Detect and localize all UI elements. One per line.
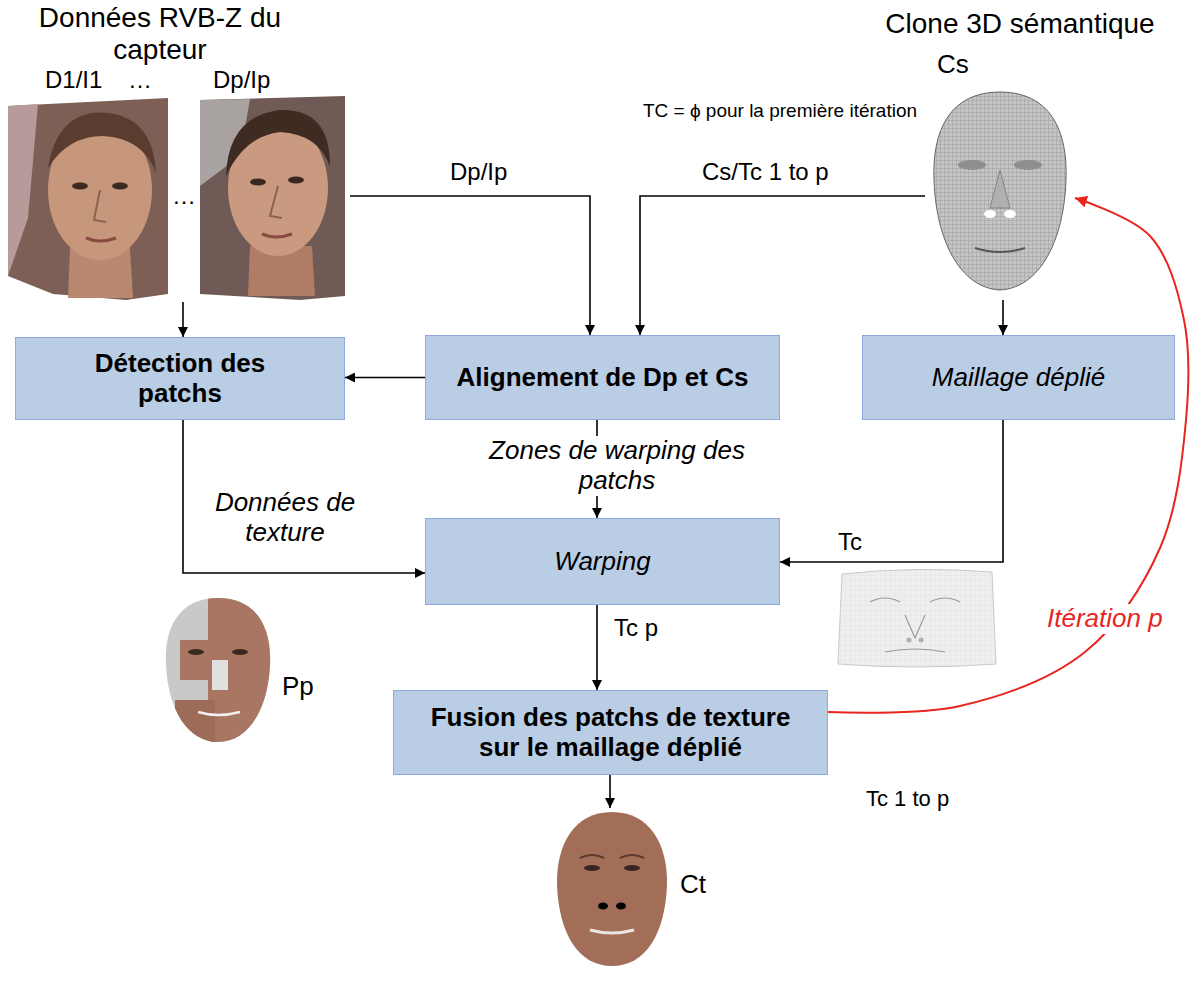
annotation: …: [172, 182, 196, 210]
image-label: Cs: [937, 50, 969, 80]
image-label: …: [128, 66, 152, 94]
annotation: TC = ϕ pour la première itération: [640, 100, 920, 122]
box-label: Alignement de Dp et Cs: [457, 363, 749, 393]
connector-arrow: [780, 420, 1003, 562]
connector-arrow: [183, 420, 425, 573]
box-label: Warping: [554, 547, 650, 577]
feedback-arrow: [828, 198, 1189, 713]
connector-arrow: [1002, 300, 1004, 335]
connector-arrow: [609, 775, 611, 808]
annotation: Pp: [282, 672, 314, 702]
connector-arrow: [182, 302, 184, 337]
process-box: Fusion des patchs de texture sur le mail…: [393, 690, 828, 775]
patch-face: [166, 596, 278, 746]
annotation: Tc 1 to p: [866, 786, 949, 811]
image-group: Clone 3D sémantiqueCs: [925, 82, 1075, 300]
mesh-face: [934, 92, 1066, 290]
connector-arrow: [640, 196, 925, 335]
annotation: Tc: [838, 528, 862, 556]
edge-label: Itération p: [1045, 604, 1165, 634]
image-label: Dp/Ip: [213, 66, 270, 94]
textured-face: [557, 812, 667, 966]
image-label: Ct: [680, 870, 706, 900]
image-group: Ct: [552, 808, 722, 968]
group-heading: Données RVB-Z du capteur: [10, 2, 310, 66]
edge-label: Données de texture: [188, 488, 382, 548]
connector-arrow: [345, 377, 425, 379]
box-label: Maillage déplié: [932, 363, 1105, 393]
process-box: Warping: [425, 518, 780, 605]
connector-arrow: [350, 196, 590, 335]
edge-label: Tc p: [612, 614, 660, 642]
unfolded-mesh: [838, 569, 996, 667]
edge-label: Zones de warping des patchs: [465, 436, 769, 496]
process-box: Détection des patchs: [15, 337, 345, 420]
edge-label: Cs/Tc 1 to p: [700, 158, 831, 186]
box-label: Fusion des patchs de texture sur le mail…: [423, 703, 798, 763]
sensor-image: [200, 96, 345, 300]
process-box: Alignement de Dp et Cs: [425, 335, 780, 420]
group-heading: Clone 3D sémantique: [845, 8, 1195, 40]
process-box: Maillage déplié: [862, 335, 1175, 420]
sensor-image: [8, 98, 168, 300]
edge-label: Dp/Ip: [448, 158, 509, 186]
box-label: Détection des patchs: [70, 349, 290, 409]
image-label: D1/I1: [45, 66, 102, 94]
connector-arrow: [596, 605, 598, 690]
